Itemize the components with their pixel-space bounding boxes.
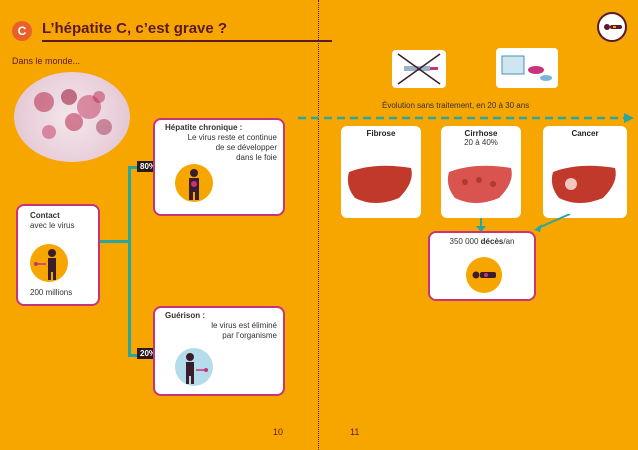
- chronic-line2: de se développer: [215, 143, 277, 152]
- deaths-word: décès: [480, 237, 504, 246]
- connector-horizontal: [100, 240, 130, 243]
- stage-cancer: Cancer: [543, 126, 627, 218]
- cancer-arrow: [532, 213, 572, 234]
- contact-person-icon: [30, 244, 68, 282]
- stage-title: Cirrhose: [464, 129, 498, 138]
- pills-icon: [496, 48, 558, 88]
- page-title: L’hépatite C, c’est grave ?: [42, 20, 228, 37]
- world-map-image: [14, 72, 130, 162]
- healing-box: Guérison : le virus est éliminé par l’or…: [153, 306, 285, 396]
- chronic-line1: Le virus reste et continue: [187, 133, 277, 142]
- evolution-label: Évolution sans traitement, en 20 à 30 an…: [382, 101, 530, 110]
- chronic-box: Hépatite chronique : Le virus reste et c…: [153, 118, 285, 216]
- stage-title: Fibrose: [366, 129, 396, 138]
- deaths-count: 350 000: [449, 237, 479, 246]
- stage-title: Cancer: [571, 129, 599, 138]
- section-badge: C: [12, 21, 32, 41]
- evolution-arrow: [298, 110, 634, 123]
- title-underline: [42, 40, 332, 42]
- patient-icon: [597, 12, 627, 42]
- chronic-title: Hépatite chronique :: [165, 123, 243, 132]
- cirrhose-arrow: [474, 218, 488, 232]
- healing-title: Guérison :: [165, 311, 206, 320]
- deceased-icon: [466, 257, 502, 293]
- deaths-text: 350 000 décès/an: [430, 237, 534, 246]
- healing-line1: le virus est éliminé: [211, 321, 277, 330]
- chronic-line3: dans le foie: [236, 153, 277, 162]
- infected-person-icon: [175, 164, 213, 202]
- contact-count: 200 millions: [30, 288, 73, 297]
- deaths-suffix: /an: [503, 237, 515, 246]
- stage-fibrose: Fibrose: [341, 126, 421, 218]
- crossed-syringe-icon: [392, 50, 446, 88]
- stage-sub: 20 à 40%: [464, 138, 498, 147]
- subtitle: Dans le monde...: [12, 56, 81, 66]
- contact-box: Contact avec le virus 200 millions: [16, 204, 100, 306]
- chronic-percent: 80%: [137, 161, 160, 172]
- healing-percent: 20%: [137, 348, 160, 359]
- deaths-box: 350 000 décès/an: [428, 231, 536, 301]
- contact-sub: avec le virus: [30, 221, 75, 230]
- page-divider: [318, 0, 319, 450]
- contact-title: Contact: [30, 211, 60, 220]
- page-number-left: 10: [273, 427, 284, 437]
- healing-line2: par l’organisme: [222, 331, 277, 340]
- connector-vertical: [128, 168, 131, 356]
- healed-person-icon: [175, 348, 213, 386]
- page-number-right: 11: [350, 427, 360, 437]
- stage-cirrhose: Cirrhose 20 à 40%: [441, 126, 521, 218]
